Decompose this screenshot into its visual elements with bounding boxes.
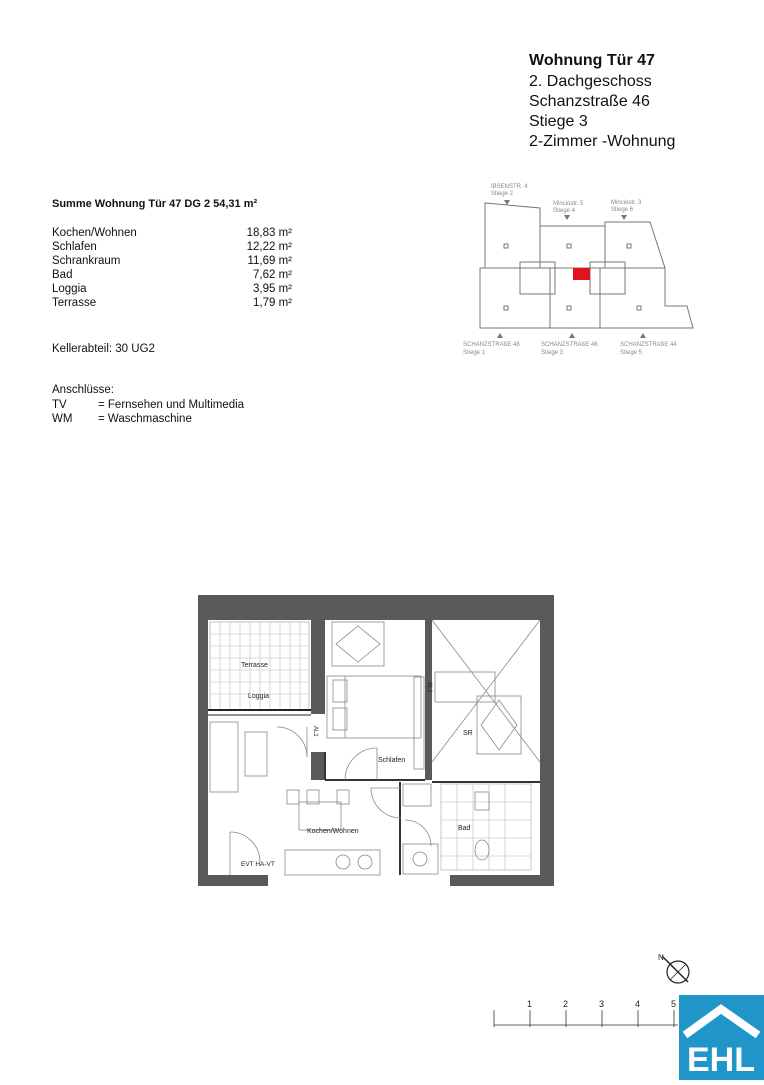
site-street-bottom: Stiege 3 (541, 350, 564, 356)
area-row: Terrasse 1,79 m² (52, 297, 292, 309)
connection-text: = Waschmaschine (98, 413, 192, 425)
area-row: Loggia 3,95 m² (52, 283, 292, 295)
floor-plan: Terrasse Loggia Schlafen SR Kochen/Wohne… (198, 595, 554, 886)
room-name: Schlafen (52, 241, 97, 253)
scale-tick-label: 4 (635, 999, 640, 1009)
highlighted-unit (573, 268, 590, 280)
room-name: Loggia (52, 283, 87, 295)
site-plan: IBSENSTR. 4 Stiege 2 Minciostr. 5 Stiege… (463, 184, 694, 356)
loggia-label: Loggia (248, 693, 269, 700)
room-area: 18,83 m² (246, 227, 292, 239)
site-street-top: IBSENSTR. 4 (491, 184, 528, 190)
connection-code: WM (52, 413, 73, 425)
room-area: 3,95 m² (253, 283, 292, 295)
room-name: Schrankraum (52, 255, 121, 267)
scale-tick-label: 2 (563, 999, 568, 1009)
site-street-top: Minciostr. 3 (611, 200, 642, 206)
site-street-bottom: Stiege 5 (620, 350, 643, 356)
site-street-top: Stiege 2 (491, 191, 514, 197)
connection-code: TV (52, 399, 67, 411)
apartment-type-label: 2-Zimmer -Wohnung (529, 133, 676, 150)
room-area: 12,22 m² (246, 241, 292, 253)
area-row: Schlafen 12,22 m² (52, 241, 292, 253)
summary-heading: Summe Wohnung Tür 47 DG 2 54,31 m² (52, 198, 258, 210)
room-name: Terrasse (52, 297, 97, 309)
scale-tick-label: 5 (671, 999, 676, 1009)
scale-bar: 1 2 3 4 5 (493, 999, 678, 1027)
site-street-bottom: SCHANZSTRAßE 44 (620, 342, 677, 348)
scale-tick-label: 1 (527, 999, 532, 1009)
storage-label: Kellerabteil: 30 UG2 (52, 343, 155, 355)
connections-heading: Anschlüsse: (52, 384, 115, 396)
area-row: Schrankraum 11,69 m² (52, 255, 292, 267)
area-row: Kochen/Wohnen 18,83 m² (52, 227, 292, 239)
connection-text: = Fernsehen und Multimedia (98, 399, 245, 411)
al-label: AL1 (426, 682, 432, 693)
area-row: Bad 7,62 m² (52, 269, 292, 281)
room-area: 11,69 m² (247, 255, 292, 267)
site-street-bottom: SCHANZSTRAßE 48 (463, 342, 520, 348)
site-street-bottom: SCHANZSTRAßE 46 (541, 342, 598, 348)
apartment-title: Wohnung Tür 47 (529, 52, 655, 69)
house-icon: EHL (682, 1004, 761, 1079)
storage-room-label: SR (463, 730, 473, 737)
scale-tick-label: 3 (599, 999, 604, 1009)
bath-label: Bad (458, 825, 471, 832)
logo-text: EHL (687, 1041, 755, 1079)
room-name: Kochen/Wohnen (52, 227, 137, 239)
site-street-top: Minciostr. 5 (553, 201, 584, 207)
al-label: AL1 (312, 726, 318, 737)
floor-label: 2. Dachgeschoss (529, 73, 652, 90)
room-area: 1,79 m² (253, 297, 292, 309)
ehl-logo: EHL (679, 995, 764, 1080)
staircase-label: Stiege 3 (529, 113, 588, 130)
compass-letter: N (658, 953, 664, 962)
north-arrow-icon: N (658, 953, 690, 984)
room-name: Bad (52, 269, 73, 281)
living-label: Kochen/Wohnen (307, 828, 359, 835)
evt-label: EVT HA-VT (241, 861, 275, 868)
site-street-top: Stiege 6 (611, 207, 634, 213)
address-label: Schanzstraße 46 (529, 93, 650, 110)
room-area: 7,62 m² (253, 269, 292, 281)
terrace-label: Terrasse (241, 662, 268, 669)
bedroom-label: Schlafen (378, 757, 405, 764)
site-street-top: Stiege 4 (553, 208, 576, 214)
site-street-bottom: Stiege 1 (463, 350, 486, 356)
